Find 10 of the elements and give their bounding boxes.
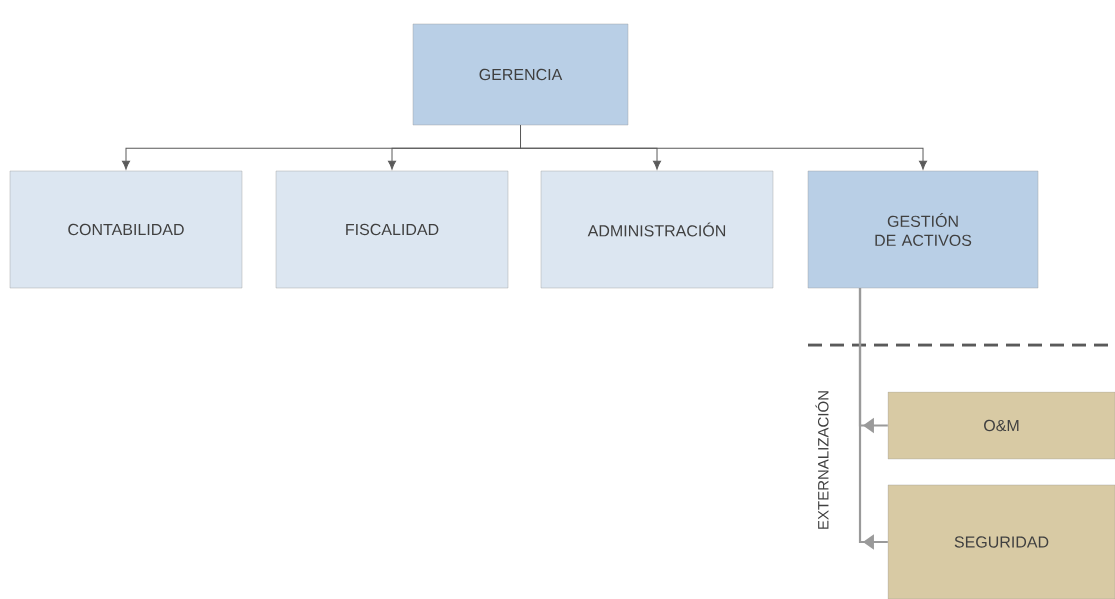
org-box: FISCALIDAD — [275, 170, 509, 289]
org-box: ADMINISTRACIÓN — [540, 170, 774, 289]
org-box: GERENCIA — [412, 23, 629, 126]
arrow — [520, 124, 928, 170]
org-box: SEGURIDAD — [887, 484, 1115, 599]
org-box: O&M — [887, 391, 1115, 460]
org-box: CONTABILIDAD — [9, 170, 243, 289]
side-label: EXTERNALIZACIÓN — [815, 391, 829, 529]
arrow — [858, 288, 888, 550]
org-box: GESTIÓN DE ACTIVOS — [807, 170, 1039, 289]
